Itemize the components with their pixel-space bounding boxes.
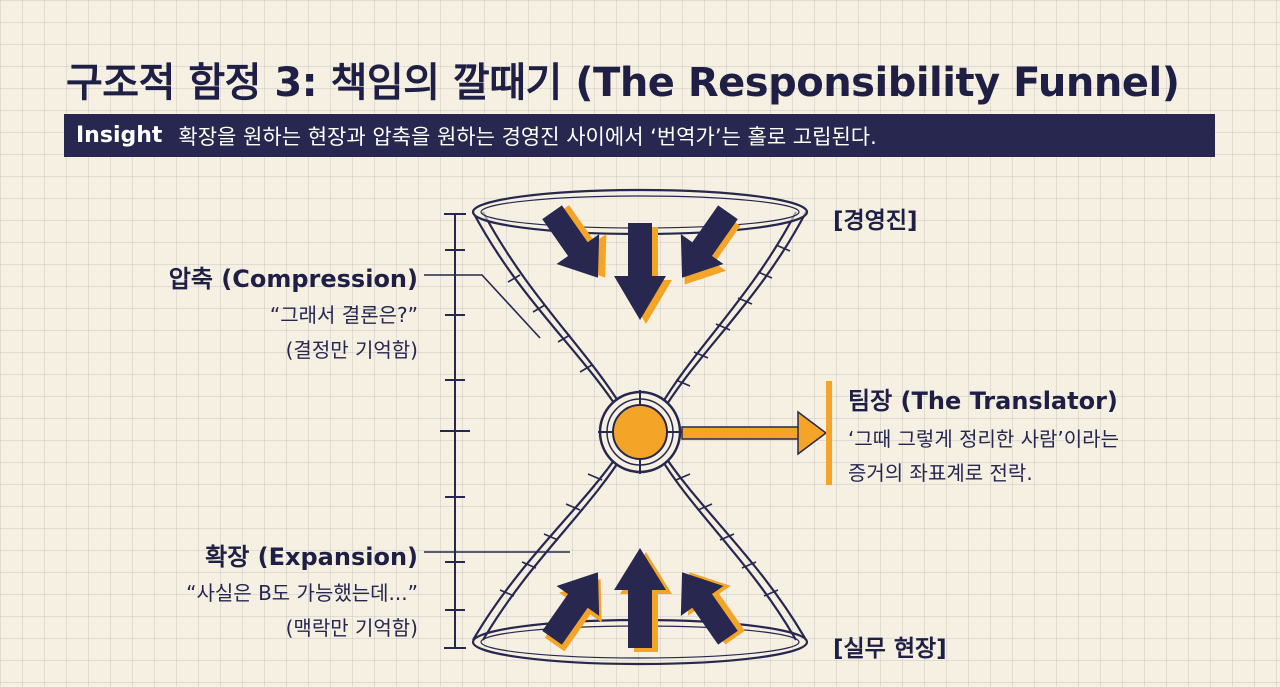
bottom-label: [실무 현장] [833,636,947,662]
top-label: [경영진] [833,208,918,234]
up-arrow-left [542,572,602,652]
scale-rail [440,213,470,649]
down-arrow-right [680,205,741,285]
insight-banner: Insight 확장을 원하는 현장과 압축을 원하는 경영진 사이에서 ‘번역… [64,114,1215,157]
funnel-walls [472,211,807,641]
down-arrow-center [614,223,672,324]
page-title: 구조적 함정 3: 책임의 깔때기 (The Responsibility Fu… [66,60,1180,106]
translator-line-2: 증거의 좌표계로 전락. [848,461,1033,485]
insight-label: Insight [76,123,163,148]
expansion-note: (맥락만 기억함) [285,616,418,640]
insight-text: 확장을 원하는 현장과 압축을 원하는 경영진 사이에서 ‘번역가’는 홀로 고… [178,124,877,149]
expansion-heading: 확장 (Expansion) [205,543,418,571]
leader-lines [424,274,570,553]
compression-heading: 압축 (Compression) [168,265,418,293]
translator-node [598,390,682,474]
translator-arrow [681,381,832,485]
wall-hatching [499,244,791,597]
up-arrow-right [680,572,745,645]
compression-note: (결정만 기억함) [285,338,418,362]
up-arrow-center [614,548,672,652]
compression-quote: “그래서 결론은?” [269,303,418,327]
translator-heading: 팀장 (The Translator) [848,387,1118,415]
translator-line-1: ‘그때 그렇게 정리한 사람’이라는 [848,427,1119,451]
expansion-quote: “사실은 B도 가능했는데...” [186,581,418,605]
down-arrow-left [542,205,607,278]
